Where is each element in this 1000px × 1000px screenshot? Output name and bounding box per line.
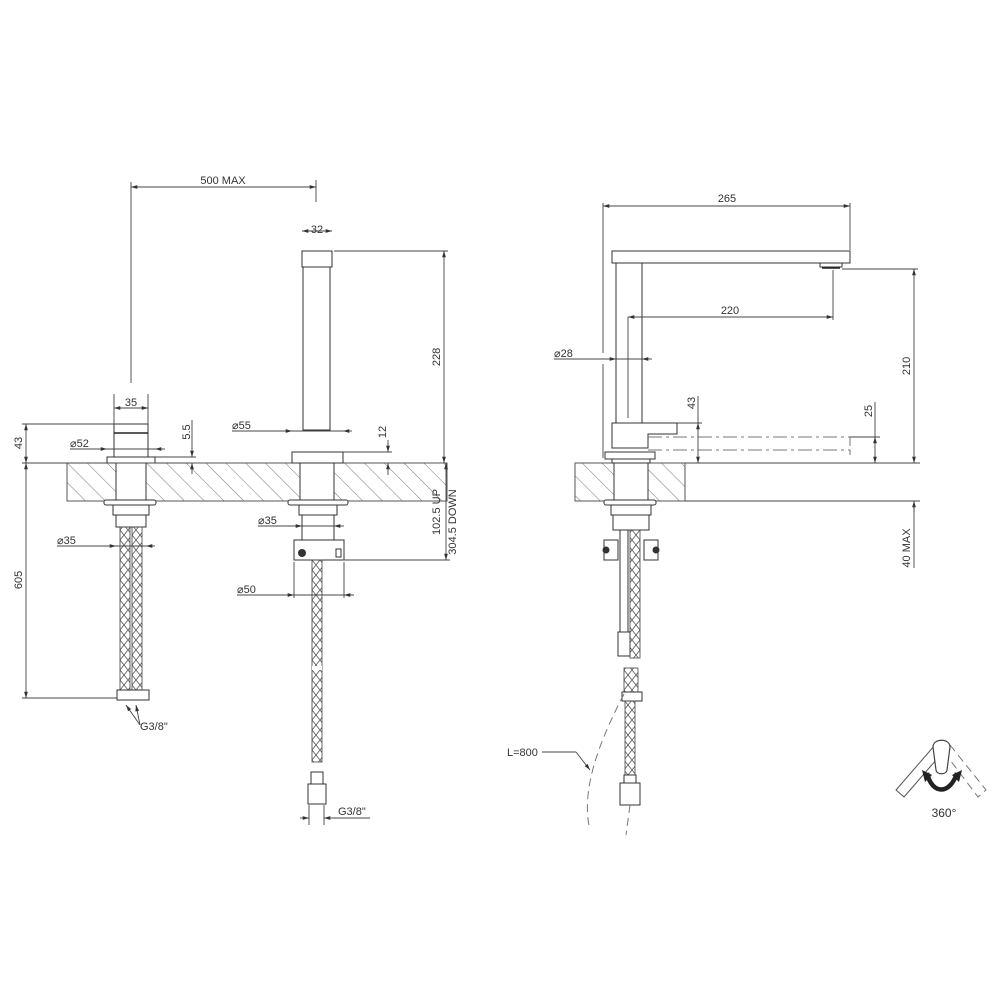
rotation-360-icon: 360° xyxy=(895,739,987,820)
svg-text:43: 43 xyxy=(13,437,25,449)
svg-text:⌀35: ⌀35 xyxy=(258,515,277,527)
dimension-12: 12 xyxy=(343,426,392,475)
svg-text:32: 32 xyxy=(311,224,323,236)
dimension-55: ⌀55 xyxy=(232,420,352,433)
dimension-35-valve: 35 xyxy=(113,394,149,424)
svg-text:25: 25 xyxy=(863,405,875,417)
dimension-210: 210 xyxy=(842,268,918,463)
dimension-5-5: 5.5 xyxy=(155,420,196,474)
svg-text:12: 12 xyxy=(377,426,389,438)
svg-text:35: 35 xyxy=(125,397,137,409)
svg-text:⌀28: ⌀28 xyxy=(554,348,573,360)
faucet-side-body xyxy=(586,250,851,836)
dimension-43-valve: 43 xyxy=(13,423,190,464)
svg-text:102.5 UP: 102.5 UP xyxy=(431,489,443,535)
svg-text:500 MAX: 500 MAX xyxy=(200,175,246,187)
right-view: 265 220 ⌀28 43 25 210 xyxy=(507,193,920,836)
svg-text:265: 265 xyxy=(718,193,736,205)
svg-text:⌀50: ⌀50 xyxy=(237,584,256,596)
dimension-28: ⌀28 xyxy=(554,348,652,361)
svg-text:43: 43 xyxy=(686,397,698,409)
dimension-hose-length: L=800 xyxy=(507,747,591,771)
svg-text:G3/8": G3/8" xyxy=(338,806,366,818)
svg-text:5.5: 5.5 xyxy=(181,424,193,439)
dimension-228: 228 xyxy=(334,250,448,463)
svg-text:360°: 360° xyxy=(932,806,957,820)
dimension-35-spout: ⌀35 xyxy=(258,515,344,528)
dimension-35-valve-shank: ⌀35 xyxy=(57,535,155,548)
svg-text:⌀35: ⌀35 xyxy=(57,535,76,547)
dimension-52: ⌀52 xyxy=(70,438,165,451)
dimension-265: 265 xyxy=(602,193,851,458)
dimension-50: ⌀50 xyxy=(237,562,354,598)
svg-text:40 MAX: 40 MAX xyxy=(901,528,913,568)
dimension-102-5-up: 102.5 UP 304.5 DOWN xyxy=(343,463,459,561)
dimension-40-max: 40 MAX xyxy=(901,501,916,568)
svg-text:⌀52: ⌀52 xyxy=(70,438,89,450)
left-view: 500 MAX 32 228 ⌀55 12 102.5 UP 304.5 xyxy=(13,175,459,825)
dimension-g38-valve: G3/8" xyxy=(125,704,168,733)
svg-text:⌀55: ⌀55 xyxy=(232,420,251,432)
svg-text:L=800: L=800 xyxy=(507,747,538,759)
dimension-220: 220 xyxy=(628,270,834,320)
svg-text:605: 605 xyxy=(13,571,25,589)
dimension-32: 32 xyxy=(302,224,332,236)
svg-text:220: 220 xyxy=(721,305,739,317)
dimension-g38-spout: G3/8" xyxy=(300,805,370,825)
dimension-43-lever: 43 xyxy=(677,396,702,463)
svg-text:210: 210 xyxy=(901,357,913,375)
valve-body xyxy=(103,423,157,701)
spout-body xyxy=(287,250,349,805)
svg-text:G3/8": G3/8" xyxy=(140,721,168,733)
dimension-605: 605 xyxy=(13,463,117,699)
dimension-25: 25 xyxy=(850,402,880,463)
svg-text:228: 228 xyxy=(431,348,443,366)
svg-text:304.5 DOWN: 304.5 DOWN xyxy=(447,489,459,554)
dimension-500-max: 500 MAX xyxy=(130,175,317,383)
